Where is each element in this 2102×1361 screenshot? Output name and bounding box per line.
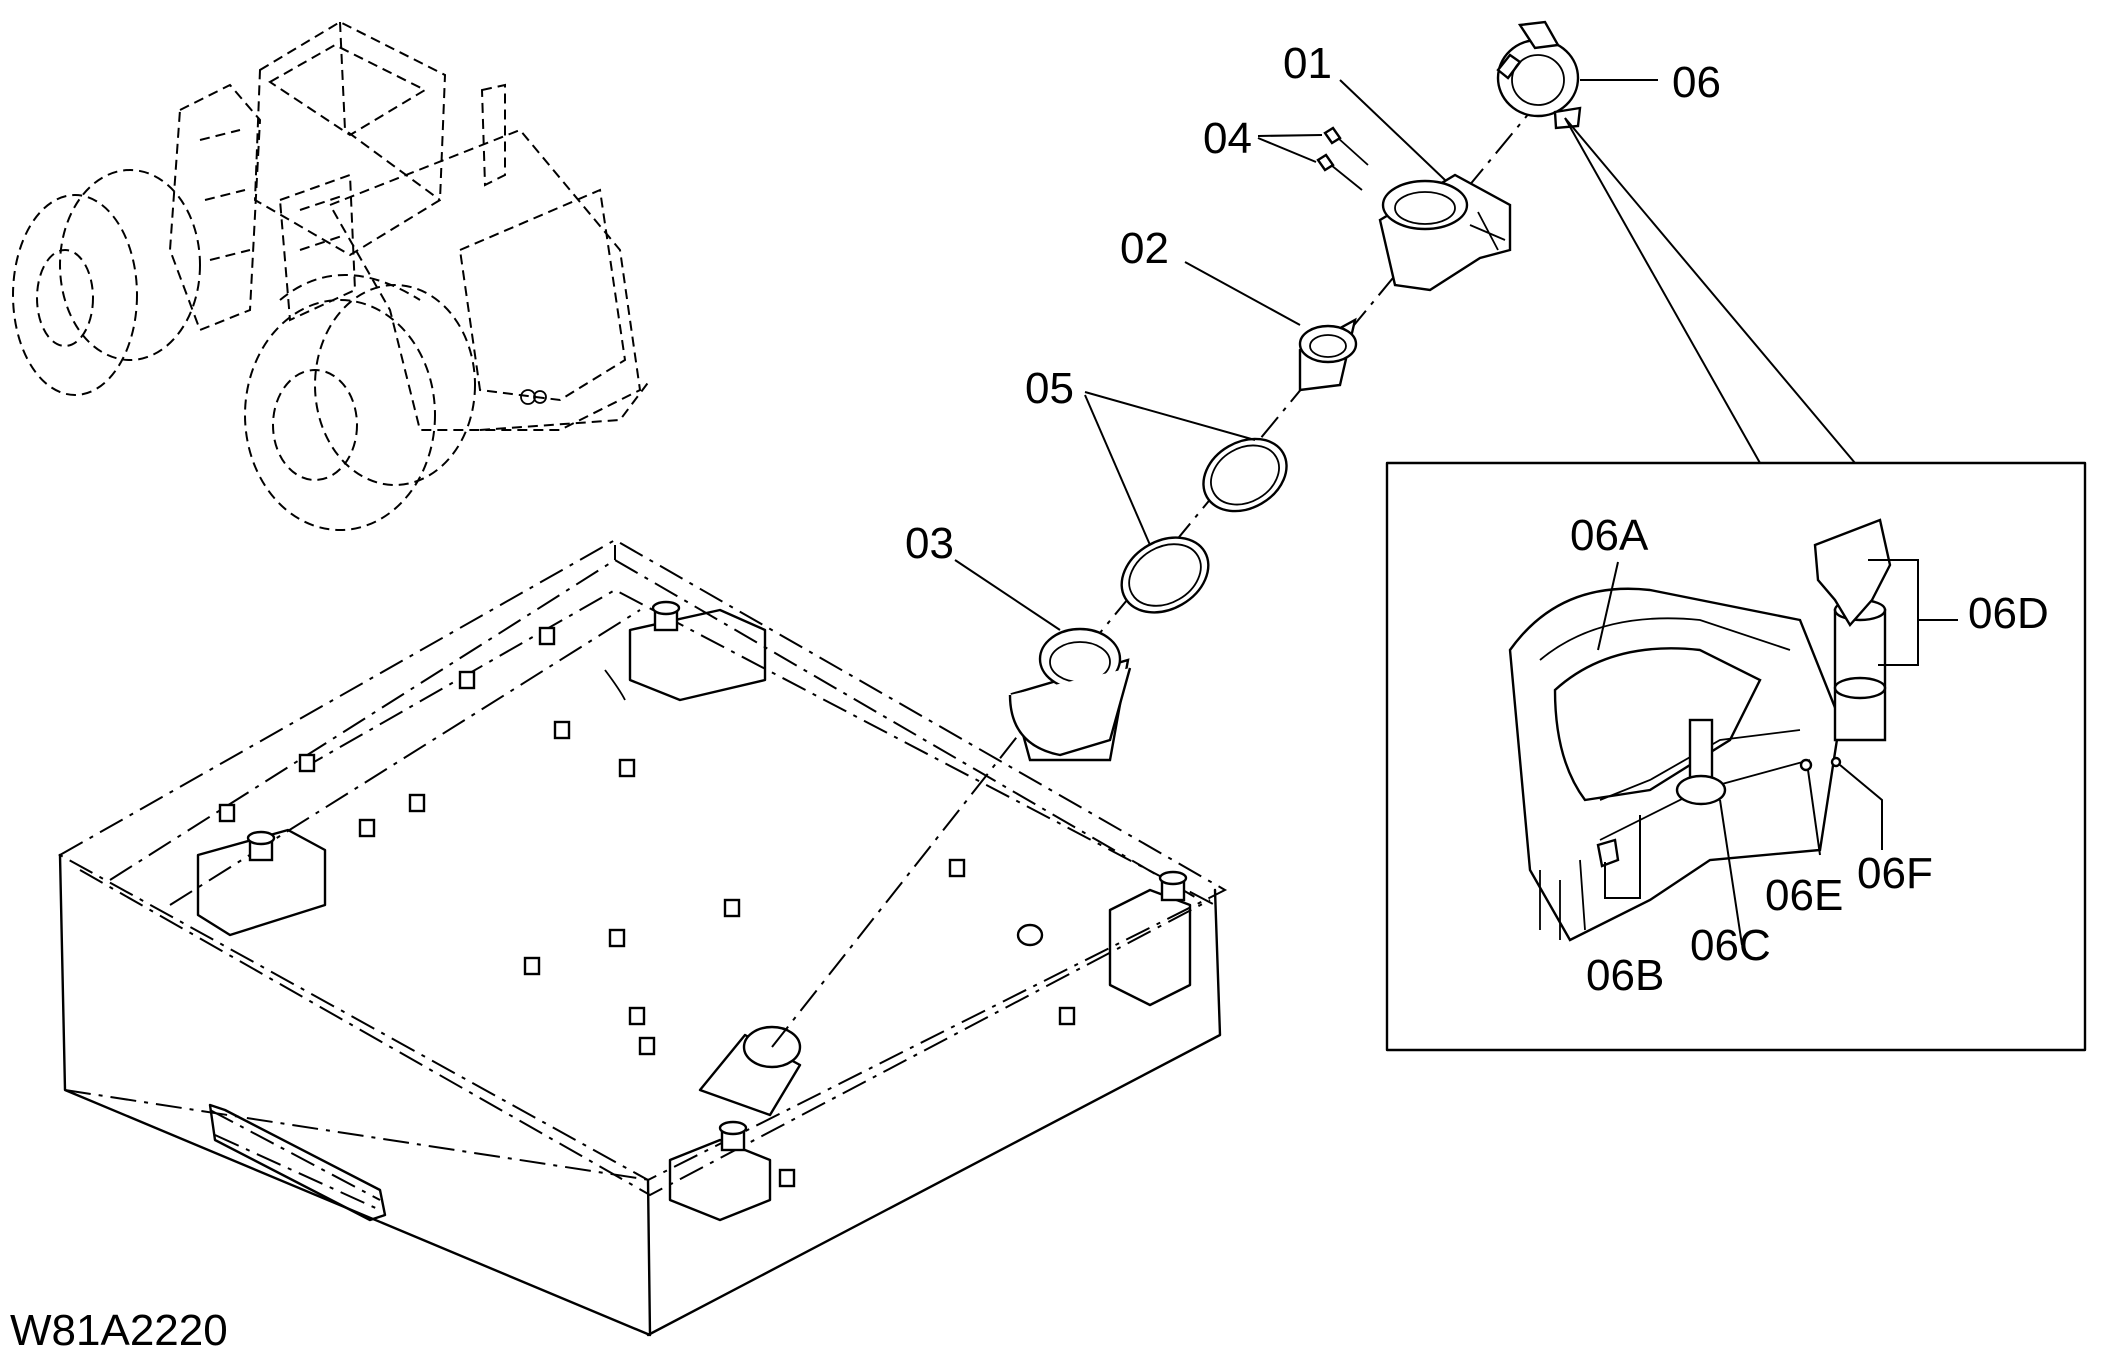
leader-lines bbox=[954, 79, 1856, 631]
part-05-hose-clamps bbox=[1120, 437, 1288, 614]
fuel-tank bbox=[57, 538, 1228, 1337]
part-03-filler-neck bbox=[1008, 627, 1132, 762]
label-06E: 06E bbox=[1765, 871, 1843, 920]
label-01: 01 bbox=[1283, 39, 1332, 88]
part-02-strainer bbox=[1298, 317, 1358, 392]
part-06-filler-cap bbox=[1496, 20, 1582, 130]
wheel-loader-overview bbox=[12, 20, 651, 531]
tank-bosses bbox=[218, 626, 1076, 1188]
detail-leader-lines bbox=[1597, 559, 1958, 946]
label-06A: 06A bbox=[1570, 511, 1649, 560]
label-04: 04 bbox=[1203, 114, 1252, 163]
label-02: 02 bbox=[1120, 224, 1169, 273]
label-05: 05 bbox=[1025, 364, 1074, 413]
figure-code: W81A2220 bbox=[10, 1306, 228, 1355]
part-01-filler-housing bbox=[1378, 173, 1512, 292]
part-04-screws bbox=[1316, 126, 1369, 191]
label-03: 03 bbox=[905, 519, 954, 568]
cap-cutaway-detail bbox=[1508, 518, 1892, 942]
label-06C: 06C bbox=[1690, 921, 1771, 970]
label-06D: 06D bbox=[1968, 589, 2049, 638]
label-06: 06 bbox=[1672, 58, 1721, 107]
detail-inset-frame bbox=[1385, 461, 2087, 1052]
label-06B: 06B bbox=[1586, 951, 1664, 1000]
label-06F: 06F bbox=[1857, 849, 1933, 898]
